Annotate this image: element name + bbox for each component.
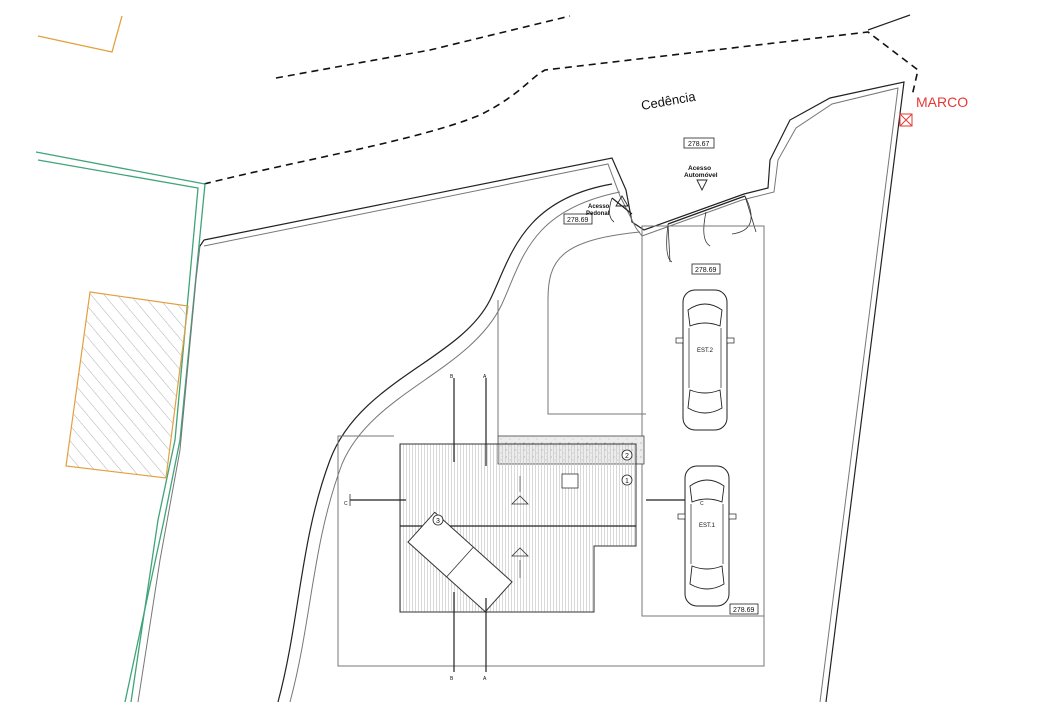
chimney [561, 473, 579, 489]
gate-leaf-right [744, 195, 757, 233]
parking-area [641, 225, 765, 617]
gate-swing-center [703, 211, 711, 247]
section-a-bottom: A [483, 676, 487, 682]
marker-1-text: 1 [625, 478, 629, 485]
car-icon [675, 289, 735, 431]
north-triangle-icon [696, 179, 708, 192]
level-pedestrian: 278.69 [567, 217, 589, 224]
label-acesso-automovel-1: Acesso [688, 165, 711, 172]
marker-circle-2 [621, 449, 633, 461]
section-c-right: C [700, 501, 704, 507]
section-arrow-icon [511, 476, 529, 578]
house-plot-outline-top [337, 435, 394, 480]
level-box-parking-top [691, 263, 721, 275]
driveway-curve-outer [277, 183, 613, 703]
label-marco: MARCO [916, 94, 968, 110]
gate-swing-right [731, 195, 752, 235]
driveway-curve-inner [289, 191, 621, 703]
car-icon [677, 465, 737, 607]
cedencia-edge [203, 81, 905, 703]
section-a-top: A [483, 374, 487, 380]
neighbor-green-boundary [35, 151, 206, 703]
level-box-parking-bottom [729, 603, 759, 615]
north-triangle-icon [615, 195, 629, 207]
plot-dashed-boundary [203, 31, 919, 185]
level-parking-bottom: 278.69 [733, 607, 755, 614]
label-acesso-automovel-2: Automóvel [684, 172, 718, 179]
label-acesso-pedonal-1: Acesso [588, 204, 610, 210]
marker-circle-3 [432, 514, 444, 526]
marco-cross-icon [899, 113, 913, 127]
level-parking-top: 278.69 [695, 267, 717, 274]
neighbor-green-boundary-inner [37, 159, 199, 703]
gate-leaf-left [667, 223, 671, 263]
marker-circle-1 [621, 474, 633, 486]
cedencia-edge-inner [203, 87, 899, 703]
label-cedencia: Cedência [640, 89, 697, 113]
level-box-entrance [683, 137, 715, 149]
level-box-pedestrian [563, 213, 593, 225]
section-b-top: B [450, 374, 454, 380]
house-plot-outline [337, 480, 765, 667]
neighbor-orange-corner [37, 15, 123, 53]
neighbor-hatched-area [65, 291, 189, 479]
plot-outline-left [137, 245, 201, 703]
section-b-bottom: B [450, 676, 454, 682]
solar-panel [407, 511, 513, 613]
label-est1: EST.1 [699, 523, 716, 529]
plot-outline-left-2 [199, 239, 205, 247]
label-est2: EST.2 [697, 348, 714, 354]
road-edge-top [867, 14, 911, 31]
label-acesso-pedonal-2: Pedonal [586, 211, 610, 217]
road-dashed-boundary-top [275, 15, 571, 79]
marker-2-text: 2 [625, 453, 629, 460]
level-entrance: 278.67 [688, 141, 710, 148]
section-c-left: C [344, 501, 348, 507]
gate-swing-left [666, 223, 673, 263]
garden-curve [547, 231, 646, 415]
vehicle-gate [667, 195, 746, 225]
pedestrian-gate-swing [609, 197, 615, 223]
marker-3-text: 3 [436, 518, 440, 525]
